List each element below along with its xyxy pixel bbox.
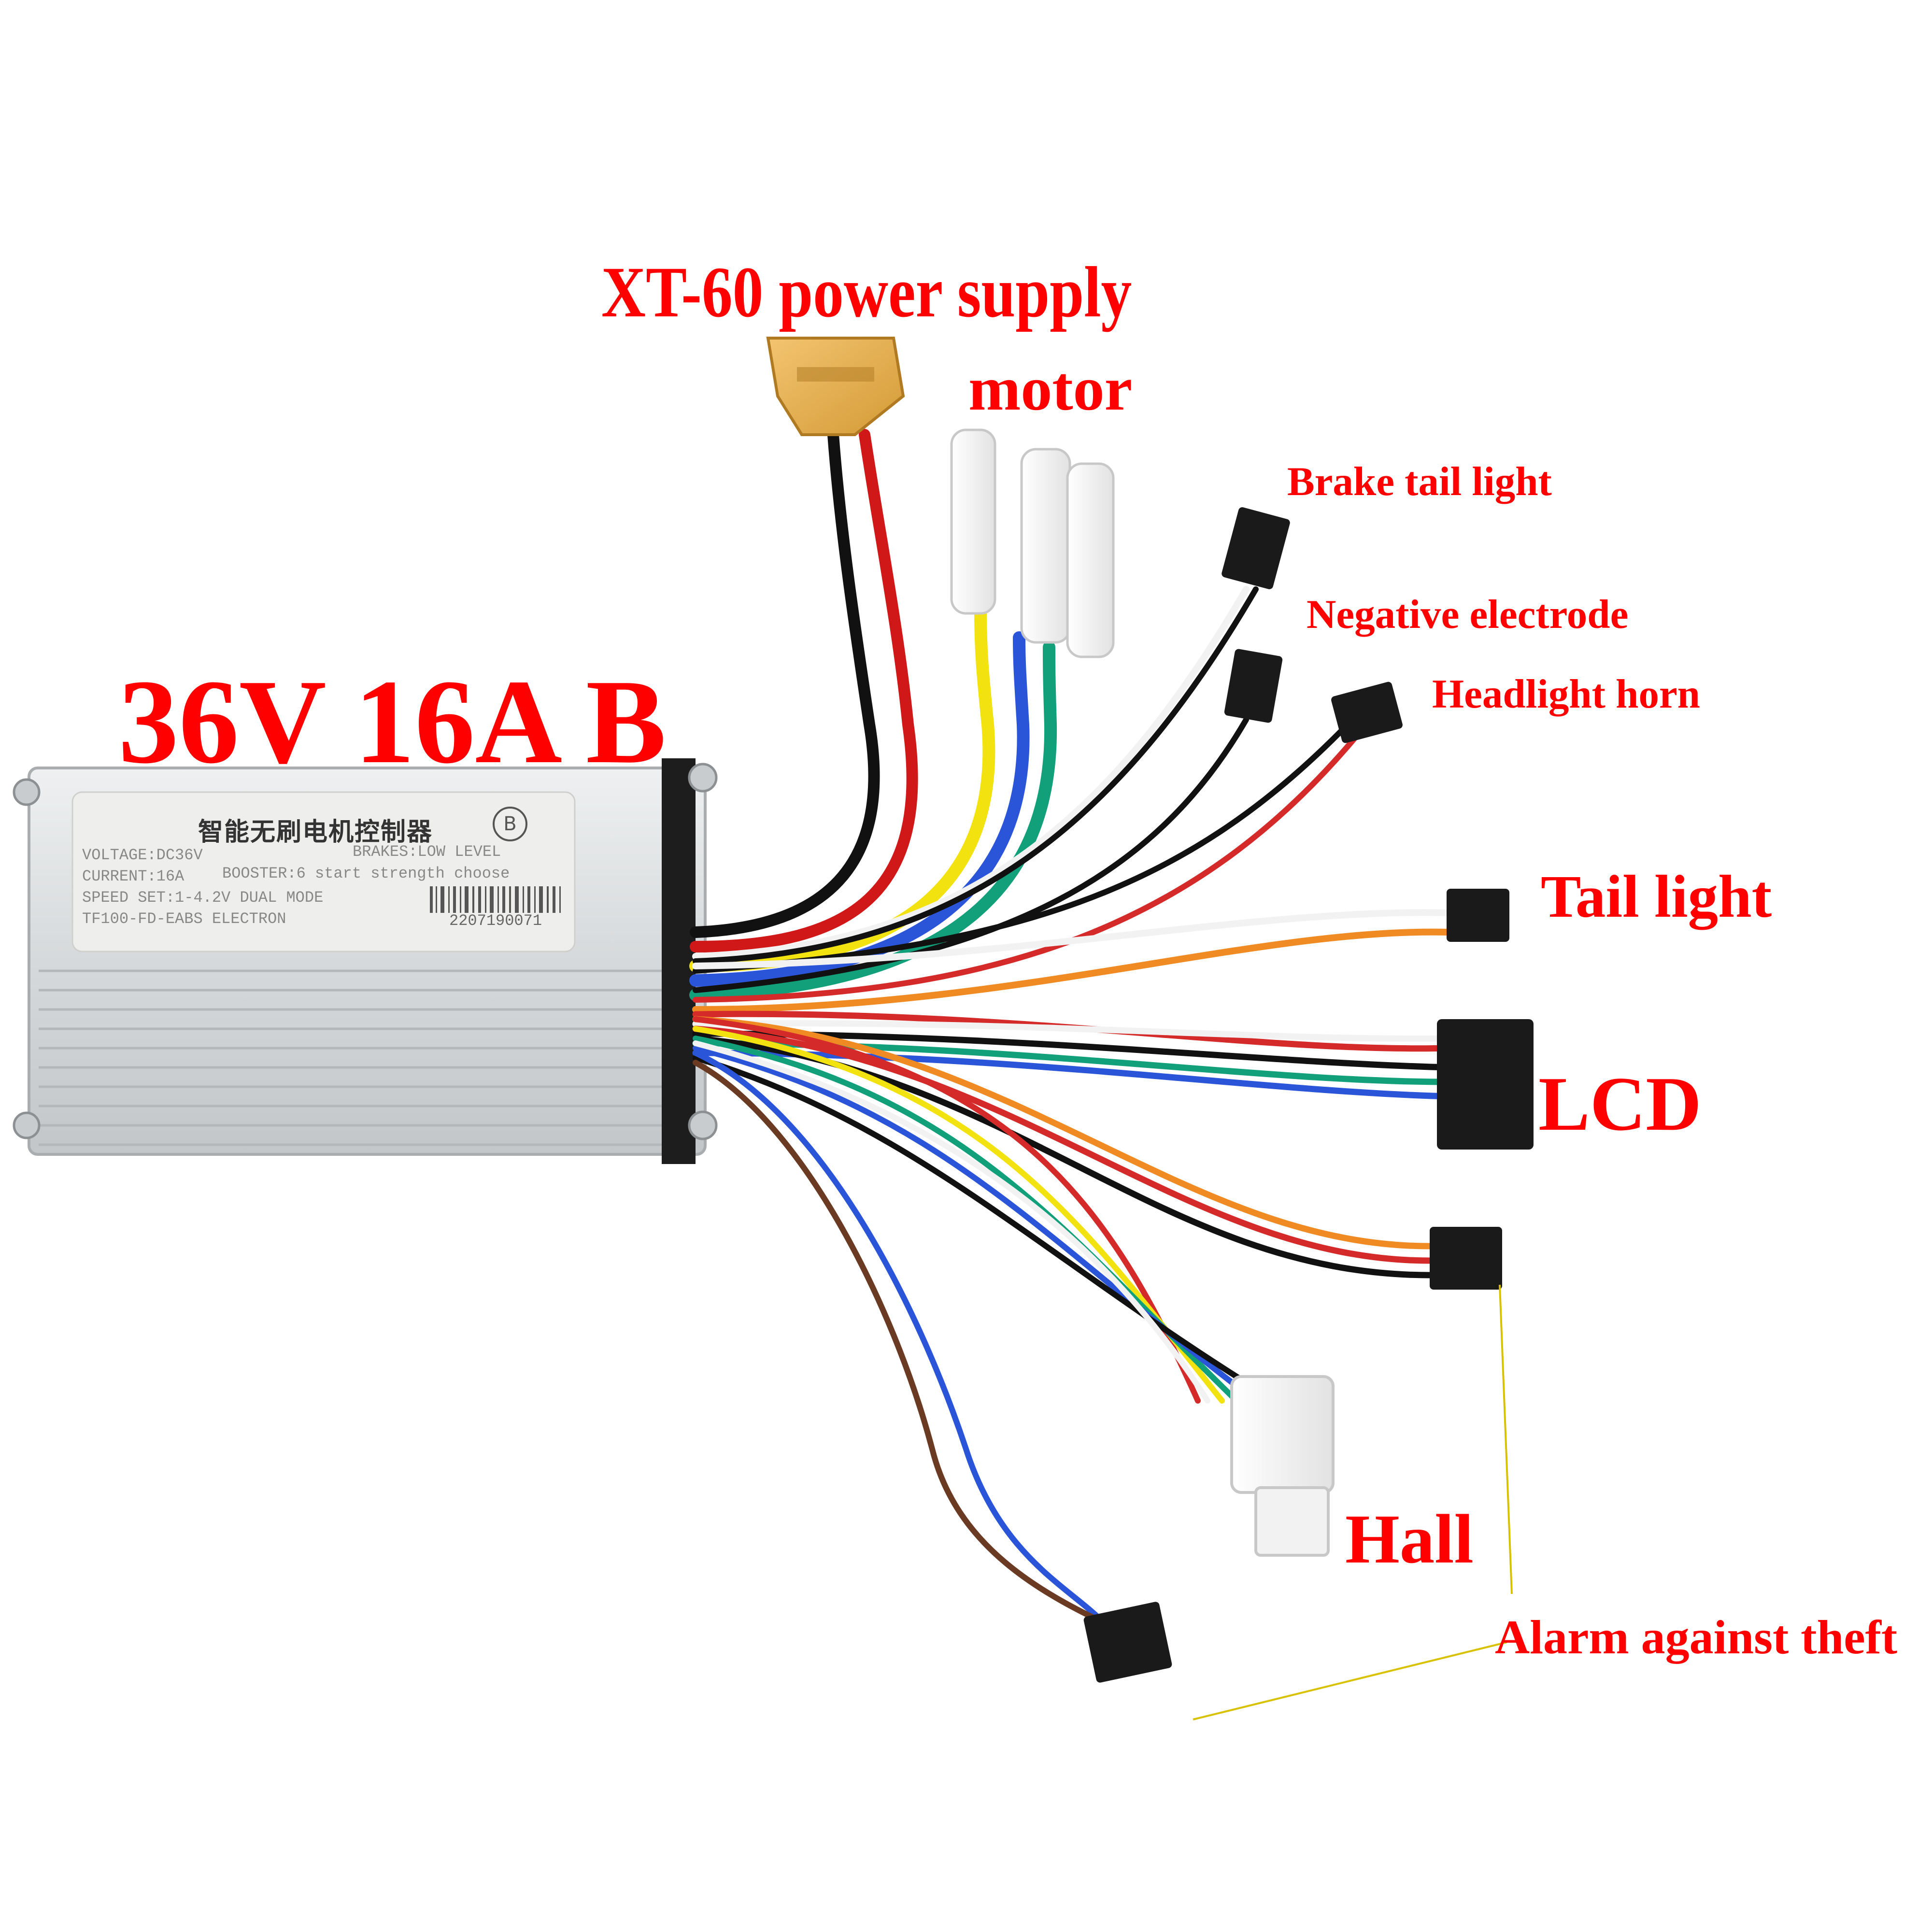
label-alarm-against-theft: Alarm against theft xyxy=(1495,1610,1898,1664)
label-motor: motor xyxy=(968,354,1133,424)
label-hall: Hall xyxy=(1345,1501,1474,1578)
hall-connector xyxy=(1230,1375,1335,1557)
model-title: 36V 16A B xyxy=(118,655,667,789)
sticker-badge: B xyxy=(493,807,527,841)
label-lcd: LCD xyxy=(1538,1061,1702,1147)
end-cap xyxy=(662,758,696,1164)
jst-connectors xyxy=(1083,507,1534,1683)
sticker-voltage: VOLTAGE:DC36V xyxy=(82,846,203,864)
label-negative-electrode: Negative electrode xyxy=(1307,592,1629,637)
sticker-speed: SPEED SET:1-4.2V DUAL MODE xyxy=(82,889,324,907)
sticker-chinese-title: 智能无刷电机控制器 xyxy=(198,818,433,847)
xt60-connector xyxy=(766,337,905,436)
wire-harness xyxy=(689,429,1452,1635)
label-xt60-power-supply: XT-60 power supply xyxy=(601,252,1132,332)
sticker-serial: 2207190071 xyxy=(449,912,542,930)
controller-housing xyxy=(13,758,718,1164)
barcode xyxy=(430,886,561,913)
label-tail-light: Tail light xyxy=(1541,864,1772,930)
sticker-brakes: BRAKES:LOW LEVEL xyxy=(353,843,501,861)
sticker-booster: BOOSTER:6 start strength choose xyxy=(222,865,510,882)
lcd-connector xyxy=(1437,1019,1534,1150)
motor-bullet-connectors xyxy=(950,428,1115,658)
heatsink-fins xyxy=(39,969,676,1146)
controller-sticker: 智能无刷电机控制器 B VOLTAGE:DC36V BRAKES:LOW LEV… xyxy=(72,792,575,952)
sticker-current: CURRENT:16A xyxy=(82,867,185,885)
screws xyxy=(13,763,718,1140)
alarm-arrows xyxy=(1193,1284,1513,1720)
sticker-model: TF100-FD-EABS ELECTRON xyxy=(82,910,286,928)
label-headlight-horn: Headlight horn xyxy=(1432,671,1700,717)
label-brake-tail-light: Brake tail light xyxy=(1287,459,1552,504)
